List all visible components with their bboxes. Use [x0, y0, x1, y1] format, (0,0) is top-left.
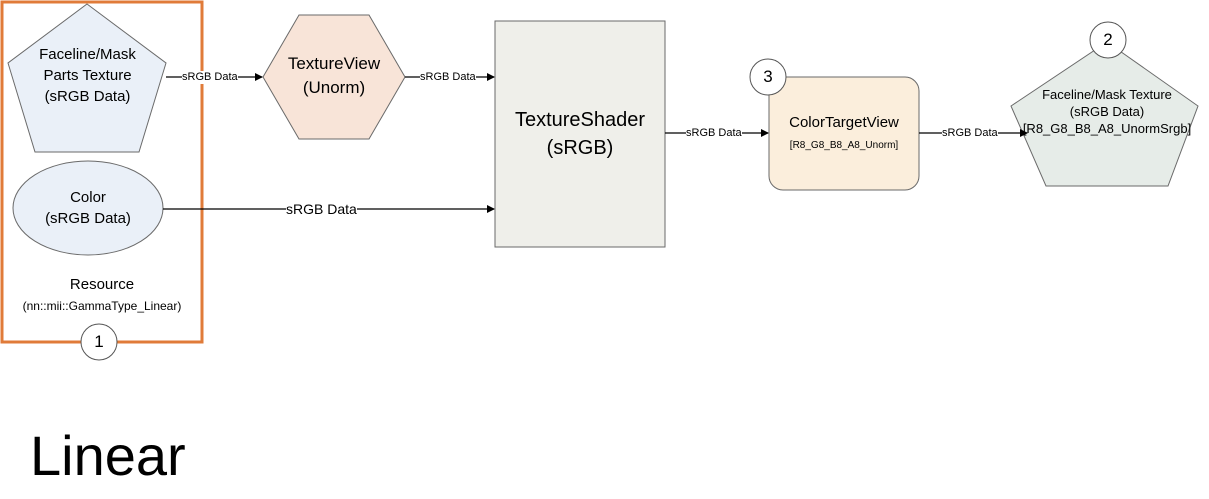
parts-texture-line-2: Parts Texture — [43, 67, 132, 84]
faceline-mask-texture-line-1: Faceline/Mask Texture — [1042, 87, 1172, 102]
faceline-mask-texture-line-2: (sRGB Data) — [1069, 104, 1145, 119]
texture-view-label: TextureView (Unorm) — [263, 52, 405, 100]
faceline-mask-parts-texture-label: Faceline/Mask Parts Texture (sRGB Data) — [10, 44, 165, 107]
badge-1-circle — [80, 323, 118, 361]
edge-label-texture-shader-to-color-target-view: sRGB Data — [686, 127, 742, 140]
badge-2-number: 2 — [1103, 30, 1113, 49]
faceline-mask-texture-label: Faceline/Mask Texture (sRGB Data) [R8_G8… — [1012, 86, 1202, 137]
edge-label-color-to-texture-shader: sRGB Data — [286, 201, 357, 217]
badge-3-number: 3 — [763, 67, 773, 86]
texture-shader-label: TextureShader (sRGB) — [495, 106, 665, 162]
texture-view-shape — [262, 14, 406, 140]
faceline-mask-parts-texture-shape — [7, 3, 167, 153]
badge-1-number: 1 — [94, 332, 104, 351]
resource-title: Resource — [69, 276, 135, 293]
caption-linear: Linear — [30, 424, 186, 487]
texture-shader-line-2: (sRGB) — [546, 137, 614, 159]
texture-shader-line-1: TextureShader — [514, 109, 646, 131]
color-shape — [12, 160, 164, 256]
edge-label-parts-texture-to-texture-view: sRGB Data — [182, 71, 238, 84]
color-label: Color (sRGB Data) — [13, 187, 163, 229]
badge-2-circle — [1089, 21, 1127, 59]
faceline-mask-texture-line-3: [R8_G8_B8_A8_UnormSrgb] — [1022, 121, 1192, 136]
parts-texture-line-3: (sRGB Data) — [44, 88, 131, 105]
parts-texture-line-1: Faceline/Mask — [39, 46, 136, 63]
texture-view-line-1: TextureView — [287, 54, 381, 73]
edge-label-color-target-view-to-faceline-mask-texture: sRGB Data — [942, 127, 998, 140]
texture-shader-shape — [494, 20, 666, 248]
badge-3-circle — [749, 58, 787, 96]
color-target-view-title: ColorTargetView — [789, 114, 899, 131]
texture-view-line-2: (Unorm) — [302, 78, 366, 97]
color-line-2: (sRGB Data) — [45, 210, 131, 227]
faceline-mask-texture-shape — [1010, 41, 1199, 187]
edge-label-texture-view-to-texture-shader: sRGB Data — [420, 71, 476, 84]
resource-subtitle: (nn::mii::GammaType_Linear) — [22, 299, 182, 313]
color-target-view-shape — [768, 76, 920, 191]
color-target-view-format: [R8_G8_B8_A8_Unorm] — [789, 140, 899, 151]
color-line-1: Color — [70, 189, 106, 206]
